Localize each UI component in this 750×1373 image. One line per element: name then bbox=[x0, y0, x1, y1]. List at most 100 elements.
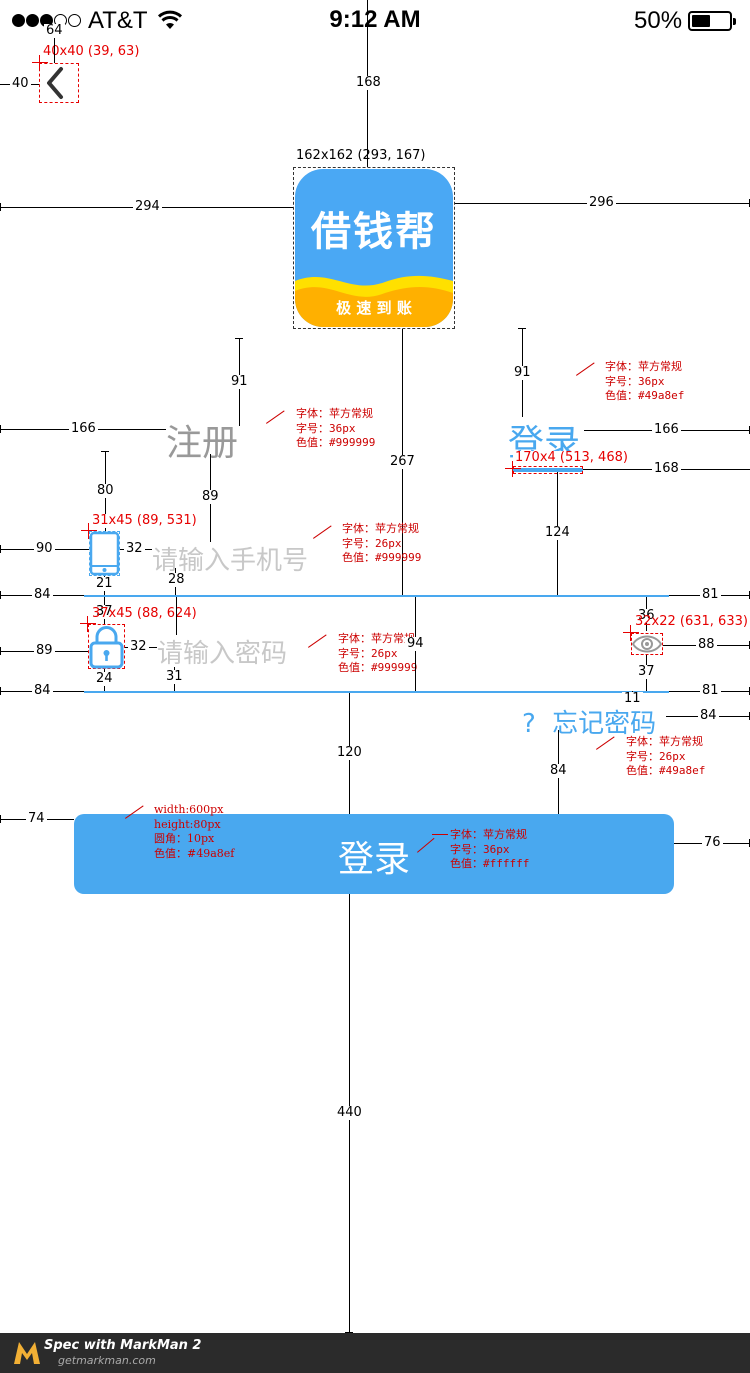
carrier-label: AT&T bbox=[88, 7, 148, 34]
phone-icon-bounds bbox=[89, 531, 120, 576]
measure-tick bbox=[0, 687, 1, 695]
note-line: 色值：#ffffff bbox=[450, 857, 530, 870]
icon-bounds bbox=[293, 167, 455, 329]
note-line: 色值：#49a8ef bbox=[626, 764, 706, 777]
measure-tick bbox=[518, 328, 526, 329]
measure-94: 94 bbox=[405, 636, 426, 651]
note-login: 字体：苹方常规 字号：36px 色值：#49a8ef bbox=[605, 360, 684, 404]
measure-28: 28 bbox=[166, 572, 187, 587]
phone-icon-dim: 31x45 (89, 531) bbox=[90, 513, 199, 528]
origin-cross bbox=[80, 616, 96, 632]
measure-120: 120 bbox=[335, 745, 364, 760]
measure-84d: 84 bbox=[548, 763, 569, 778]
measure-tick bbox=[0, 545, 1, 553]
back-button[interactable] bbox=[39, 63, 79, 103]
measure-84c: 84 bbox=[698, 708, 719, 723]
note-button-text: 字体：苹方常规 字号：36px 色值：#ffffff bbox=[450, 828, 529, 872]
measure-24: 24 bbox=[94, 671, 115, 686]
note-phone: 字体：苹方常规 字号：26px 色值：#999999 bbox=[342, 522, 421, 566]
note-button-box: width:600px height:80px 圆角：10px 色值：#49a8… bbox=[154, 803, 234, 861]
password-field-underline bbox=[84, 691, 669, 693]
note-line: 字号：36px bbox=[296, 421, 356, 435]
note-line: 字体：苹方常规 bbox=[296, 407, 373, 420]
eye-icon-dim: 32x22 (631, 633) bbox=[635, 614, 748, 629]
back-bounds bbox=[39, 63, 79, 103]
measure-37a: 37 bbox=[94, 604, 115, 619]
measure-81a: 81 bbox=[700, 587, 721, 602]
phone-field-underline bbox=[84, 595, 669, 597]
login-button-label: 登录 bbox=[337, 839, 410, 880]
note-line: 字号：26px bbox=[338, 646, 398, 660]
measure-37b: 37 bbox=[636, 664, 657, 679]
measure-line bbox=[176, 597, 177, 635]
note-line: 字体：苹方常规 bbox=[342, 522, 419, 535]
measure-64: 64 bbox=[44, 23, 65, 38]
question-icon: ? bbox=[522, 709, 536, 739]
login-button[interactable]: 登录 bbox=[74, 814, 674, 894]
note-line: width:600px bbox=[154, 803, 224, 816]
wifi-icon bbox=[157, 10, 183, 29]
measure-21: 21 bbox=[94, 576, 115, 591]
origin-cross bbox=[32, 55, 48, 71]
icon-dim: 162x162 (293, 167) bbox=[296, 148, 426, 163]
measure-80: 80 bbox=[95, 483, 116, 498]
measure-84b: 84 bbox=[32, 683, 53, 698]
logo-subtitle: 极 速 到 账 bbox=[336, 299, 412, 317]
note-line: 字号：36px bbox=[450, 842, 510, 856]
origin-cross bbox=[623, 625, 639, 641]
note-line: 字体：苹方常规 bbox=[626, 735, 703, 748]
measure-90: 90 bbox=[34, 541, 55, 556]
origin-cross bbox=[81, 523, 97, 539]
measure-88: 88 bbox=[696, 637, 717, 652]
measure-91a: 91 bbox=[229, 374, 250, 389]
measure-440: 440 bbox=[335, 1105, 364, 1120]
tab-login-underline bbox=[513, 468, 583, 472]
measure-36: 36 bbox=[636, 608, 657, 623]
note-line: 色值：#999999 bbox=[338, 661, 418, 674]
footer-brand: Spec with MarkMan 2 bbox=[44, 1338, 202, 1353]
note-line: 字号：36px bbox=[605, 374, 665, 388]
measure-267: 267 bbox=[388, 454, 417, 469]
measure-76: 76 bbox=[702, 835, 723, 850]
note-arrow bbox=[266, 410, 285, 424]
measure-tick bbox=[0, 591, 1, 599]
underline-dim: 170x4 (513, 468) bbox=[513, 450, 630, 465]
eye-icon bbox=[631, 635, 663, 653]
signal-dots bbox=[12, 14, 82, 33]
battery-percent: 50% bbox=[634, 7, 683, 34]
note-line: 字体：苹方常规 bbox=[450, 828, 527, 841]
measure-tick bbox=[0, 815, 1, 823]
status-bar: AT&T 9:12 AM 50% bbox=[0, 0, 750, 42]
toggle-password-button[interactable] bbox=[631, 633, 663, 655]
note-line: 色值：#49a8ef bbox=[605, 389, 685, 402]
status-time: 9:12 AM bbox=[329, 6, 421, 33]
forgot-password-link[interactable]: ? 忘记密码 bbox=[522, 703, 656, 739]
measure-81b: 81 bbox=[700, 683, 721, 698]
footer-url: getmarkman.com bbox=[58, 1354, 156, 1367]
phone-input[interactable]: 请输入手机号 bbox=[152, 546, 309, 576]
measure-40: 40 bbox=[10, 76, 31, 91]
password-input[interactable]: 请输入密码 bbox=[157, 639, 288, 669]
tab-register[interactable]: 注册 bbox=[166, 423, 239, 464]
measure-166b: 166 bbox=[652, 422, 681, 437]
note-line: height:80px bbox=[154, 817, 221, 831]
note-line: 字体：苹方常规 bbox=[338, 632, 415, 645]
note-line: 字体：苹方常规 bbox=[605, 360, 682, 373]
measure-32b: 32 bbox=[128, 639, 149, 654]
underline-bounds bbox=[513, 466, 583, 474]
measure-124: 124 bbox=[543, 525, 572, 540]
measure-91b: 91 bbox=[512, 365, 533, 380]
measure-line bbox=[54, 30, 55, 63]
back-chevron-icon bbox=[47, 67, 63, 99]
markman-logo-icon bbox=[14, 1342, 40, 1364]
measure-tick bbox=[0, 203, 1, 211]
phone-icon bbox=[89, 531, 120, 576]
measure-74: 74 bbox=[26, 811, 47, 826]
measure-tick bbox=[345, 1332, 353, 1333]
measure-84a: 84 bbox=[32, 587, 53, 602]
measure-tick bbox=[101, 451, 109, 452]
forgot-password-label: 忘记密码 bbox=[552, 709, 657, 739]
measure-168b: 168 bbox=[652, 461, 681, 476]
battery-icon bbox=[688, 11, 736, 31]
note-line: 色值：#999999 bbox=[296, 436, 376, 449]
